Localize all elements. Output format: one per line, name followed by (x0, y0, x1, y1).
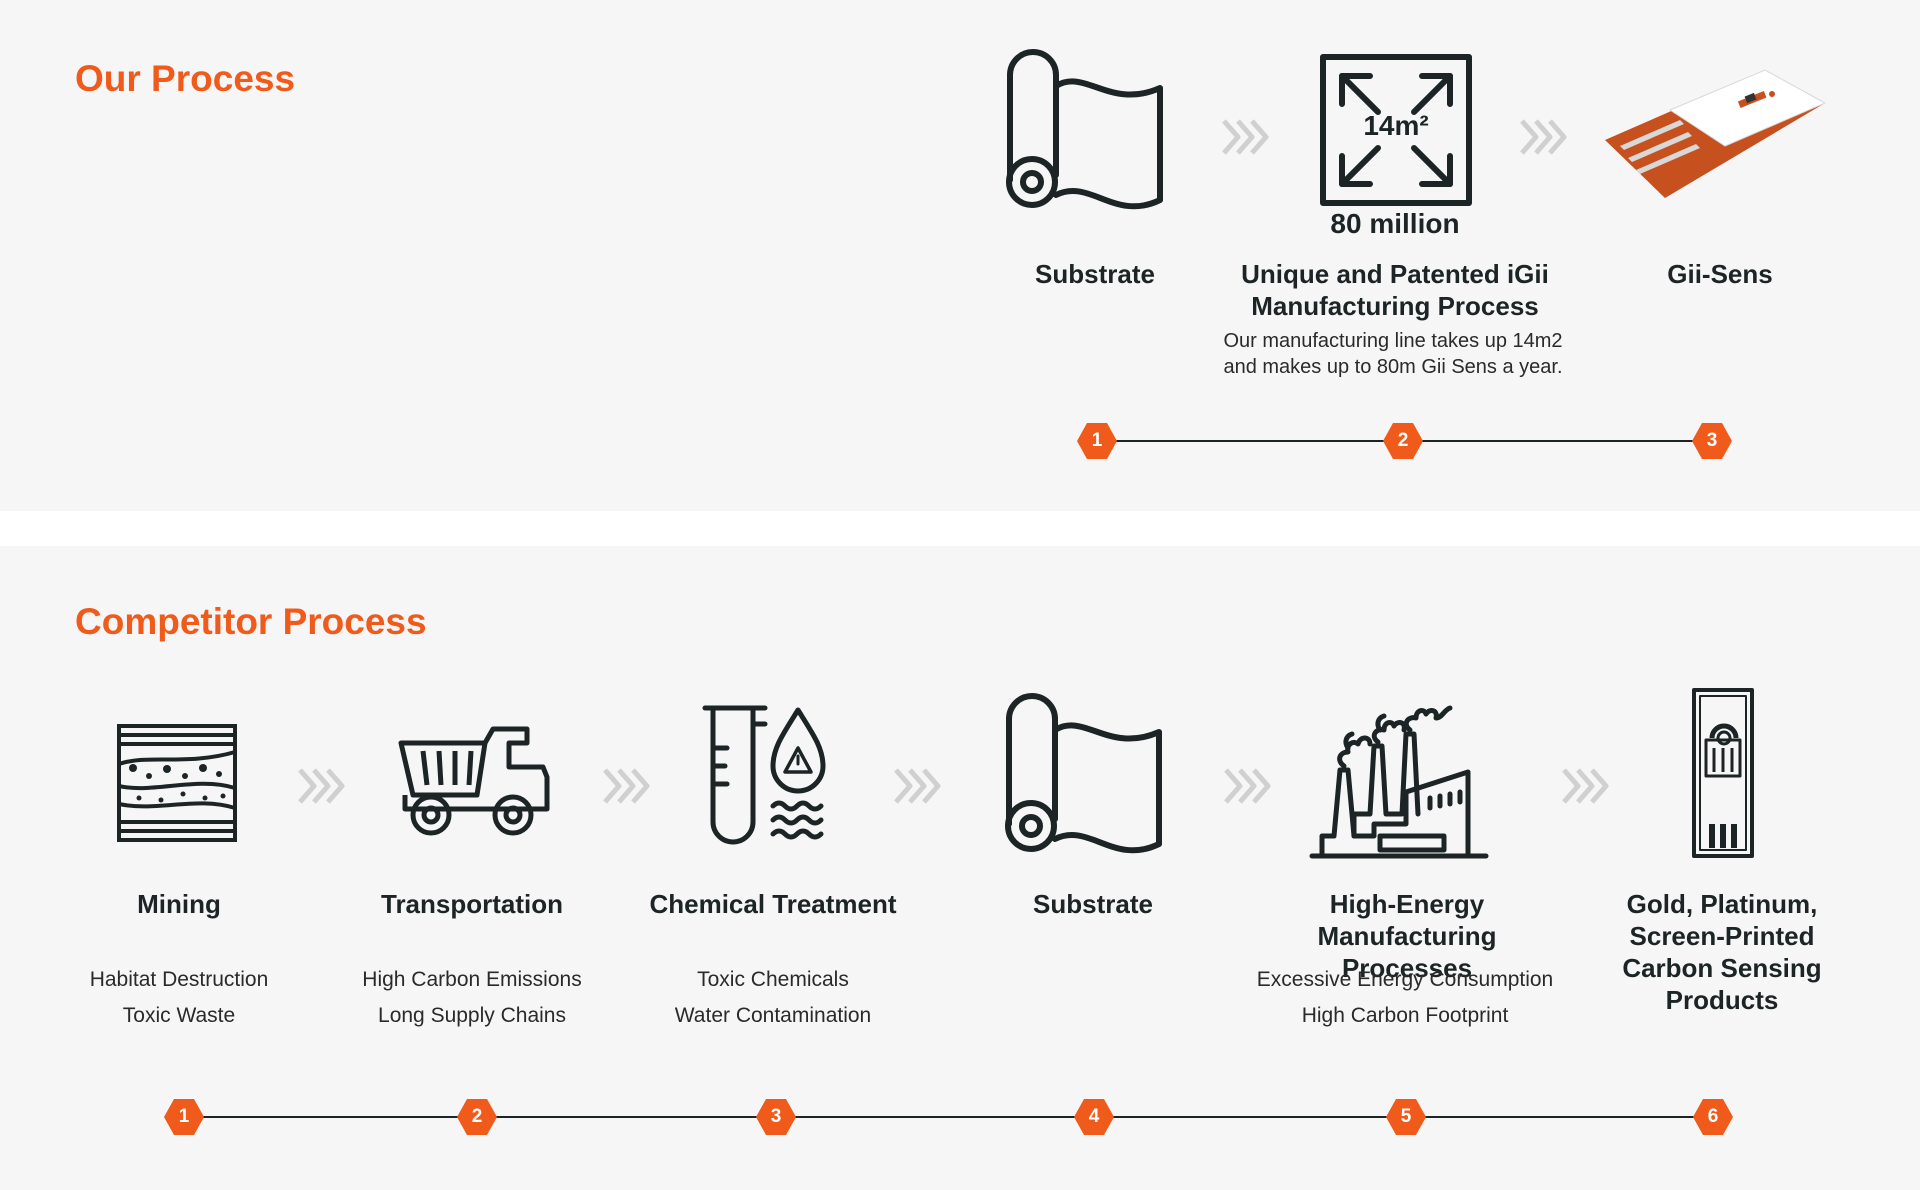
step-label-gii-sens: Gii-Sens (1667, 259, 1773, 289)
dump-truck-icon (397, 725, 552, 841)
step-label-high-energy-manufacturing: High-Energy Manufacturing Processes (1317, 889, 1497, 983)
impact-item: Toxic Chemicals (697, 968, 849, 991)
impact-item: Water Contamination (674, 1004, 872, 1027)
production-stat: 80 million (1330, 208, 1460, 239)
area-label: 14m² (1363, 110, 1429, 141)
competitor-process-title: Competitor Process (75, 601, 427, 642)
step-label-sensing-products: Gold, Platinum, Screen-Printed Carbon Se… (1622, 889, 1822, 1015)
area-expand-icon (1320, 54, 1472, 206)
step-label-mining: Mining (137, 889, 221, 919)
gii-sens-sensor-icon (1600, 68, 1830, 203)
impact-list-high-energy-manufacturing: Excessive Energy Consumption High Carbon… (1257, 962, 1553, 1034)
step-label-igii-process: Unique and Patented iGii Manufacturing P… (1241, 259, 1549, 321)
step-label-substrate: Substrate (1035, 259, 1155, 289)
our-process-title: Our Process (75, 58, 296, 99)
impact-item: Excessive Energy Consumption (1256, 968, 1554, 991)
impact-item: Long Supply Chains (378, 1004, 566, 1027)
chevron-arrows-icon (1220, 115, 1272, 159)
competitor-process-section (0, 546, 1920, 1190)
our-process-section (0, 0, 1920, 511)
sensor-strip-icon (1692, 688, 1754, 858)
step-label-transportation: Transportation (380, 889, 564, 919)
chevron-arrows-icon (296, 764, 348, 808)
competitor-process-timeline (184, 1116, 1713, 1118)
test-tube-toxic-icon (702, 704, 833, 846)
chevron-arrows-icon (1560, 764, 1612, 808)
chevron-arrows-icon (1518, 115, 1570, 159)
chevron-arrows-icon (601, 764, 653, 808)
step-badge-3: 3 (756, 1099, 796, 1135)
step-badge-1: 1 (164, 1099, 204, 1135)
chevron-arrows-icon (1222, 764, 1274, 808)
chevron-arrows-icon (892, 764, 944, 808)
impact-list-mining: Habitat Destruction Toxic Waste (90, 962, 269, 1034)
step-description-igii-process: Our manufacturing line takes up 14m2 and… (1223, 330, 1563, 378)
substrate-roll-icon (1004, 693, 1164, 854)
impact-item: Habitat Destruction (89, 968, 269, 991)
factory-icon (1309, 686, 1489, 859)
impact-item: Toxic Waste (122, 1004, 236, 1027)
impact-list-transportation: High Carbon Emissions Long Supply Chains (362, 962, 581, 1034)
impact-item: High Carbon Footprint (1301, 1004, 1509, 1027)
impact-list-chemical-treatment: Toxic Chemicals Water Contamination (675, 962, 871, 1034)
mining-layers-icon (117, 724, 237, 842)
substrate-roll-icon (1005, 49, 1165, 210)
impact-item: High Carbon Emissions (362, 968, 582, 991)
step-label-substrate: Substrate (1033, 889, 1153, 919)
step-label-chemical-treatment: Chemical Treatment (649, 889, 897, 919)
